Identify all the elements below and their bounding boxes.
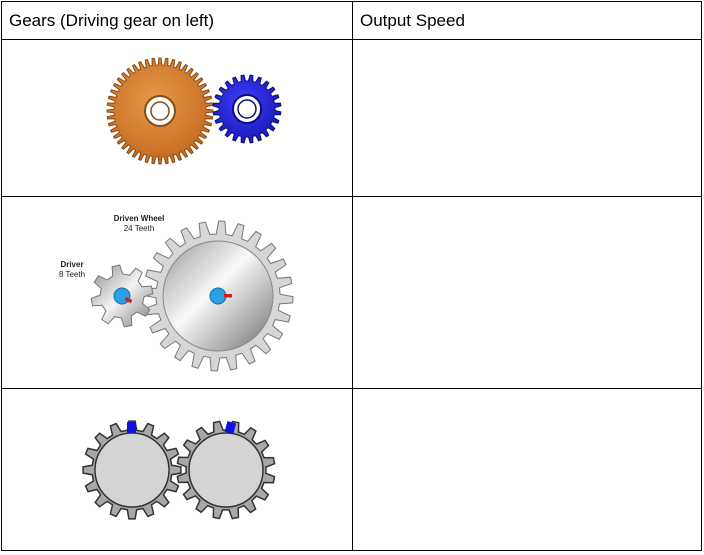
driven-gear-bore: [237, 99, 257, 119]
output-speed-cell-1[interactable]: [353, 40, 701, 196]
gear-pair-2-cell: Driven Wheel 24 Teeth Driver 8 Teeth: [2, 197, 352, 388]
driven-wheel-axle: [209, 287, 227, 305]
header-output-speed: Output Speed: [360, 11, 465, 30]
driving-gear-marker: [127, 422, 136, 433]
driving-gear-face: [94, 432, 170, 508]
gear-pair-1-figure: [106, 57, 282, 165]
gear-pair-2-figure: Driven Wheel 24 Teeth Driver 8 Teeth: [59, 214, 294, 372]
gear-pair-1-cell: [2, 40, 352, 196]
driver-label: Driver: [60, 260, 83, 269]
driven-wheel-key: [224, 294, 232, 298]
output-speed-cell-2[interactable]: [353, 197, 701, 388]
driven-gear-marker: [224, 421, 237, 435]
driving-gear-hub: [144, 95, 176, 127]
driven-gear-face: [188, 432, 264, 508]
row-divider: [2, 388, 701, 389]
gear-pair-3-cell: [2, 389, 352, 550]
driving-gear-bore: [150, 101, 170, 121]
header-gears: Gears (Driving gear on left): [9, 11, 215, 30]
output-speed-cell-3[interactable]: [353, 389, 701, 550]
column-divider: [352, 2, 353, 550]
driven-gear-hub: [232, 94, 262, 124]
driver-gear-key: [124, 297, 133, 304]
driven-wheel-label: Driven Wheel: [114, 214, 165, 223]
driven-wheel-teeth: 24 Teeth: [124, 224, 155, 233]
driver-teeth: 8 Teeth: [59, 270, 85, 279]
row-divider: [2, 39, 701, 40]
gear-pair-3-figure: [82, 420, 276, 520]
row-divider: [2, 196, 701, 197]
